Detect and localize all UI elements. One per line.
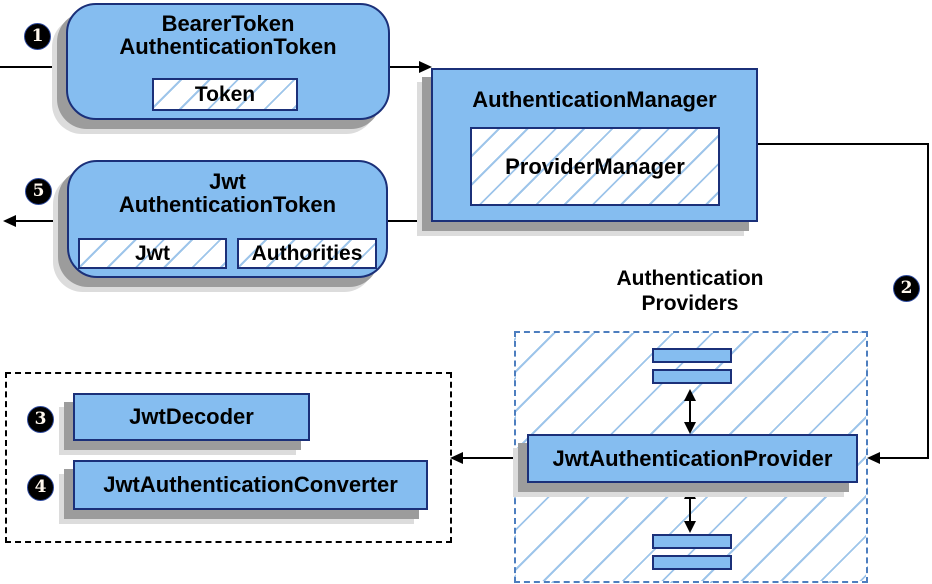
manager-to-provider-arrowhead-icon	[867, 452, 880, 464]
bearer-token-title-line2: AuthenticationToken	[119, 34, 337, 59]
manager-to-provider-line-vertical	[927, 143, 929, 459]
jwt-chip-label: Jwt	[134, 241, 170, 265]
provider-to-decoder-line	[462, 457, 528, 459]
authentication-manager-title: AuthenticationManager	[472, 87, 717, 112]
double-arrow-shaft	[689, 399, 691, 425]
token-chip: Token	[152, 78, 298, 111]
manager-to-jwt-token-line	[388, 220, 431, 222]
provider-stack-bar	[652, 348, 732, 363]
jwt-authentication-token-box: Jwt AuthenticationToken Jwt Authorities	[67, 160, 388, 278]
jwt-authentication-provider-box: JwtAuthenticationProvider	[527, 434, 858, 483]
outgoing-result-line	[15, 220, 67, 222]
provider-manager-chip: ProviderManager	[470, 127, 720, 206]
jwt-decoder-box: JwtDecoder	[73, 393, 310, 441]
manager-to-provider-line-bottom	[879, 457, 929, 459]
provider-stack-bar	[652, 534, 732, 549]
step-2-badge: 2	[893, 275, 920, 302]
provider-stack-bar	[652, 555, 732, 570]
step-1-badge: 1	[24, 23, 51, 50]
step-5-badge: 5	[25, 178, 52, 205]
authentication-manager-box: AuthenticationManager ProviderManager	[431, 68, 758, 222]
bearer-token-title-line1: BearerToken	[161, 11, 295, 36]
jwt-token-title: Jwt AuthenticationToken	[69, 162, 386, 216]
bearer-token-title: BearerToken AuthenticationToken	[68, 5, 388, 58]
authorities-chip-label: Authorities	[251, 241, 363, 265]
authentication-providers-label: Authentication Providers	[565, 266, 815, 316]
jwt-decoder-label: JwtDecoder	[129, 404, 254, 429]
provider-stack-bar	[652, 369, 732, 384]
jwt-chip: Jwt	[78, 238, 227, 269]
double-arrow-up-icon	[684, 487, 696, 499]
double-arrow-down-icon	[684, 422, 696, 434]
jwt-authentication-provider-label: JwtAuthenticationProvider	[552, 445, 833, 471]
bearer-token-authentication-token-box: BearerToken AuthenticationToken Token	[66, 3, 390, 120]
jwt-authentication-converter-box: JwtAuthenticationConverter	[73, 460, 428, 510]
authorities-chip: Authorities	[237, 238, 377, 269]
jwt-token-title-line2: AuthenticationToken	[118, 192, 337, 217]
step-4-badge: 4	[27, 474, 54, 501]
jwt-token-title-line1: Jwt	[209, 169, 246, 194]
double-arrow-down-icon	[684, 521, 696, 533]
step-3-badge: 3	[27, 406, 54, 433]
incoming-request-line	[0, 66, 66, 68]
provider-manager-label: ProviderManager	[505, 153, 685, 179]
double-arrow-up-icon	[684, 389, 696, 401]
outgoing-result-arrowhead-icon	[3, 215, 16, 227]
jwt-authentication-converter-label: JwtAuthenticationConverter	[103, 472, 398, 497]
bearer-to-manager-arrowhead-icon	[419, 61, 432, 73]
provider-to-decoder-arrowhead-icon	[450, 452, 463, 464]
manager-to-provider-line-top	[758, 143, 929, 145]
bearer-to-manager-line	[390, 66, 420, 68]
double-arrow-shaft	[689, 497, 691, 523]
token-chip-label: Token	[194, 82, 256, 106]
authentication-providers-label-line1: Authentication	[616, 267, 764, 290]
authentication-providers-label-line2: Providers	[641, 292, 739, 315]
